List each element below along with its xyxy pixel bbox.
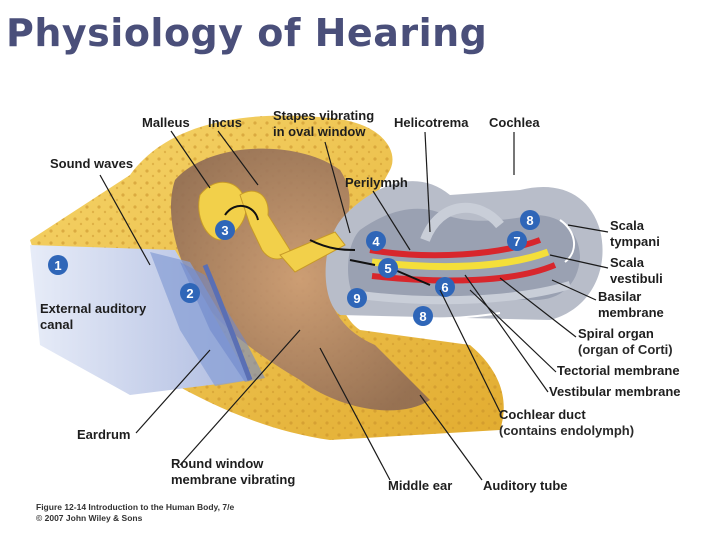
step-marker-4: 4 [366,231,386,251]
step-marker-8a: 8 [520,210,540,230]
label-perilymph: Perilymph [345,175,408,190]
label-scala-vestibuli-2: vestibuli [610,271,663,286]
label-vestibular: Vestibular membrane [549,384,681,399]
svg-text:3: 3 [221,223,228,238]
label-external-canal-2: canal [40,317,73,332]
label-spiral-organ-1: Spiral organ [578,326,654,341]
svg-text:8: 8 [419,309,426,324]
step-markers: 1 2 3 4 5 6 7 8 8 9 [48,210,540,326]
caption-line-1: Figure 12-14 Introduction to the Human B… [36,502,234,512]
svg-text:4: 4 [372,234,380,249]
label-round-window-2: membrane vibrating [171,472,295,487]
label-cochlear-duct-1: Cochlear duct [499,407,586,422]
label-auditory-tube: Auditory tube [483,478,568,493]
label-malleus: Malleus [142,115,190,130]
step-marker-9: 9 [347,288,367,308]
page-title: Physiology of Hearing [6,11,488,55]
label-round-window-1: Round window [171,456,264,471]
flow-arrows [224,205,575,320]
external-canal [30,245,265,395]
label-scala-tympani-2: tympani [610,234,660,249]
label-scala-tympani-1: Scala [610,218,645,233]
step-marker-2: 2 [180,283,200,303]
step-marker-1: 1 [48,255,68,275]
step-marker-5: 5 [378,258,398,278]
step-marker-8b: 8 [413,306,433,326]
label-helicotrema: Helicotrema [394,115,469,130]
label-stapes-2: in oval window [273,124,366,139]
eardrum-shape [202,264,253,381]
label-spiral-organ-2: (organ of Corti) [578,342,673,357]
svg-text:6: 6 [441,280,448,295]
svg-text:8: 8 [526,213,533,228]
label-incus: Incus [208,115,242,130]
label-basilar-1: Basilar [598,289,641,304]
ossicles [198,181,346,273]
label-cochlea: Cochlea [489,115,540,130]
label-sound-waves: Sound waves [50,156,133,171]
label-stapes-1: Stapes vibrating [273,108,374,123]
svg-text:2: 2 [186,286,193,301]
cochlea-shape [325,181,603,320]
figure-caption: Figure 12-14 Introduction to the Human B… [36,502,234,523]
leader-lines [99,130,609,481]
label-middle-ear: Middle ear [388,478,452,493]
label-cochlear-duct-2: (contains endolymph) [499,423,634,438]
svg-text:7: 7 [513,234,520,249]
diagram-labels: Malleus Incus Stapes vibrating in oval w… [40,108,681,493]
step-marker-7: 7 [507,231,527,251]
svg-text:5: 5 [384,261,391,276]
label-basilar-2: membrane [598,305,664,320]
label-eardrum: Eardrum [77,427,130,442]
caption-line-2: © 2007 John Wiley & Sons [36,513,143,523]
step-marker-3: 3 [215,220,235,240]
label-scala-vestibuli-1: Scala [610,255,645,270]
svg-text:9: 9 [353,291,360,306]
svg-text:1: 1 [54,258,61,273]
label-external-canal-1: External auditory [40,301,147,316]
step-marker-6: 6 [435,277,455,297]
label-tectorial: Tectorial membrane [557,363,680,378]
